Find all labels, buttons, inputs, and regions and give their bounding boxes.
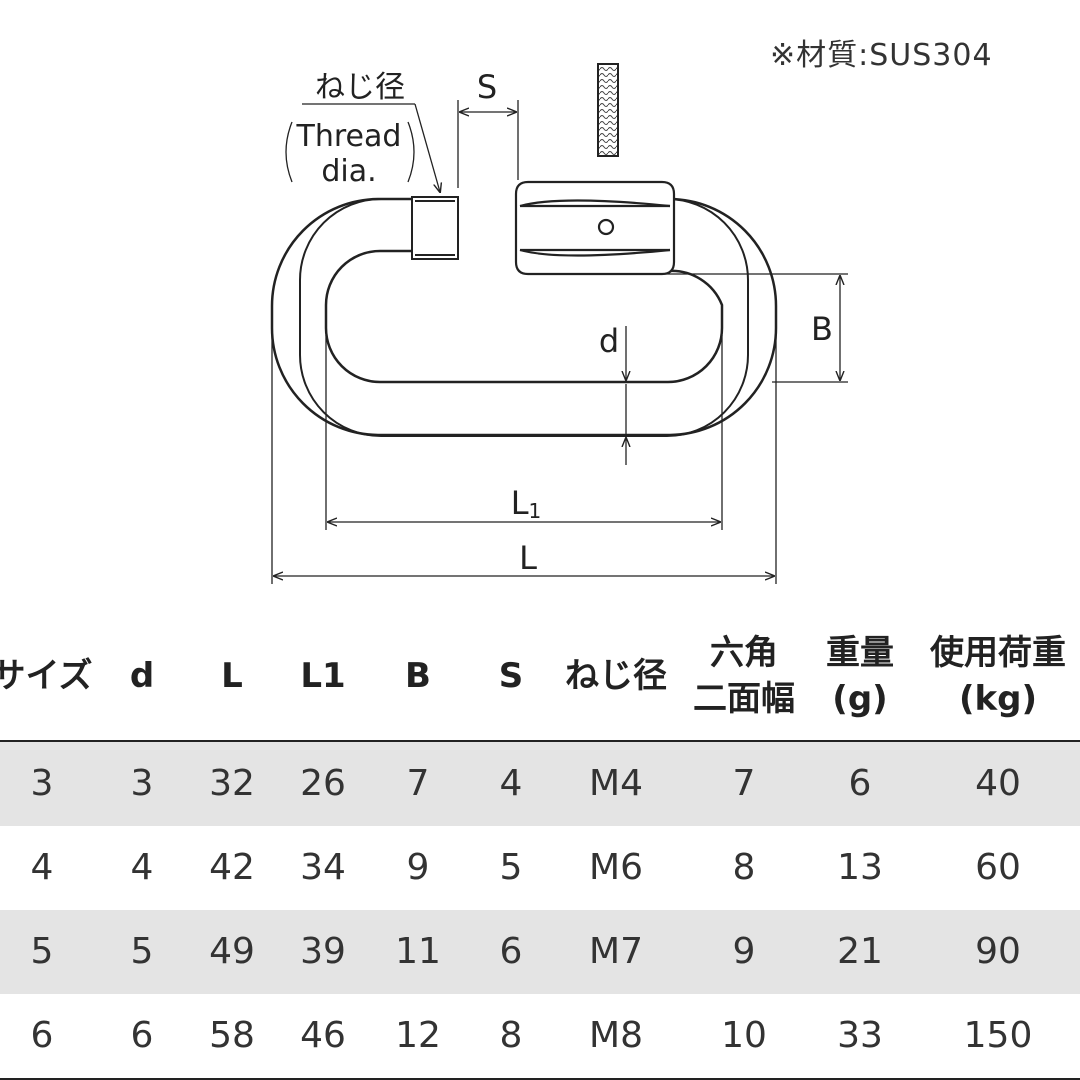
hex-nut xyxy=(514,180,676,276)
cell-size: 3 xyxy=(30,763,54,804)
cell-weight: 33 xyxy=(837,1015,883,1056)
header-line: 六角 xyxy=(710,633,778,673)
header-line: ねじ径 xyxy=(565,656,667,696)
thread-end xyxy=(411,196,459,260)
header-line: d xyxy=(129,656,155,696)
cell-B: 11 xyxy=(395,931,441,972)
cell-size: 6 xyxy=(30,1015,54,1056)
cell-B: 12 xyxy=(395,1015,441,1056)
cell-thread: M4 xyxy=(589,763,643,804)
header-size: サイズ xyxy=(0,612,93,740)
header-hex: 六角二面幅 xyxy=(679,612,809,740)
cell-weight: 6 xyxy=(848,763,872,804)
dimension-labels: ねじ径 Thread dia. S d B L1 L xyxy=(296,68,833,577)
header-S: S xyxy=(471,612,551,740)
header-line: S xyxy=(498,656,524,696)
cell-thread: M6 xyxy=(589,847,643,888)
label-d: d xyxy=(599,322,619,360)
label-b: B xyxy=(811,310,833,348)
header-d: d xyxy=(102,612,182,740)
header-line: 重量 xyxy=(826,633,894,673)
table-row: 5 5 49 39 11 6 M7 9 21 90 xyxy=(0,910,1080,994)
table-bottom-rule xyxy=(0,1078,1080,1080)
material-note: ※材質:SUS304 xyxy=(770,38,993,73)
header-line: L xyxy=(221,656,243,696)
cell-S: 5 xyxy=(499,847,523,888)
table-row: 3 3 32 26 7 4 M4 7 6 40 xyxy=(0,742,1080,826)
header-line: L1 xyxy=(300,656,346,696)
header-thread: ねじ径 xyxy=(556,612,676,740)
dimension-lines xyxy=(271,100,848,584)
quick-link-diagram: ねじ径 Thread dia. S d B L1 L xyxy=(270,63,848,584)
header-line: B xyxy=(405,656,431,696)
header-line: サイズ xyxy=(0,656,93,696)
thread-dia-label-en-2: dia. xyxy=(321,154,376,189)
thread-dia-label-en-1: Thread xyxy=(296,119,402,154)
cell-L: 42 xyxy=(209,847,255,888)
cell-hex: 10 xyxy=(721,1015,767,1056)
cell-load: 90 xyxy=(975,931,1021,972)
cell-S: 4 xyxy=(499,763,523,804)
cell-hex: 9 xyxy=(732,931,756,972)
cell-L1: 46 xyxy=(300,1015,346,1056)
thread-dia-label-jp: ねじ径 xyxy=(315,70,405,105)
cell-L: 58 xyxy=(209,1015,255,1056)
header-line: 使用荷重 xyxy=(930,633,1066,673)
cell-d: 6 xyxy=(130,1015,154,1056)
header-L1: L1 xyxy=(283,612,363,740)
cell-thread: M7 xyxy=(589,931,643,972)
cell-L: 49 xyxy=(209,931,255,972)
cell-hex: 7 xyxy=(732,763,756,804)
header-L: L xyxy=(192,612,272,740)
cell-load: 40 xyxy=(975,763,1021,804)
header-line: 二面幅 xyxy=(693,679,795,719)
label-s: S xyxy=(477,68,497,106)
cell-L1: 39 xyxy=(300,931,346,972)
cell-L1: 26 xyxy=(300,763,346,804)
header-line: (g) xyxy=(832,679,888,719)
table-row: 4 4 42 34 9 5 M6 8 13 60 xyxy=(0,826,1080,910)
header-line: (kg) xyxy=(958,679,1038,719)
cell-S: 6 xyxy=(499,931,523,972)
link-body xyxy=(270,197,778,437)
cell-B: 7 xyxy=(406,763,430,804)
cell-L1: 34 xyxy=(300,847,346,888)
header-weight: 重量 (g) xyxy=(810,612,910,740)
label-l1: L1 xyxy=(511,484,542,523)
thread-detail-view xyxy=(597,63,619,157)
cell-S: 8 xyxy=(499,1015,523,1056)
cell-size: 5 xyxy=(30,931,54,972)
table-row: 6 6 58 46 12 8 M8 10 33 150 xyxy=(0,994,1080,1078)
cell-L: 32 xyxy=(209,763,255,804)
cell-d: 3 xyxy=(130,763,154,804)
header-load: 使用荷重 (kg) xyxy=(918,612,1078,740)
cell-B: 9 xyxy=(406,847,430,888)
cell-hex: 8 xyxy=(732,847,756,888)
cell-load: 60 xyxy=(975,847,1021,888)
cell-d: 5 xyxy=(130,931,154,972)
cell-size: 4 xyxy=(30,847,54,888)
header-B: B xyxy=(378,612,458,740)
cell-load: 150 xyxy=(963,1015,1033,1056)
label-l: L xyxy=(519,539,537,577)
cell-weight: 21 xyxy=(837,931,883,972)
cell-thread: M8 xyxy=(589,1015,643,1056)
cell-d: 4 xyxy=(130,847,154,888)
cell-weight: 13 xyxy=(837,847,883,888)
